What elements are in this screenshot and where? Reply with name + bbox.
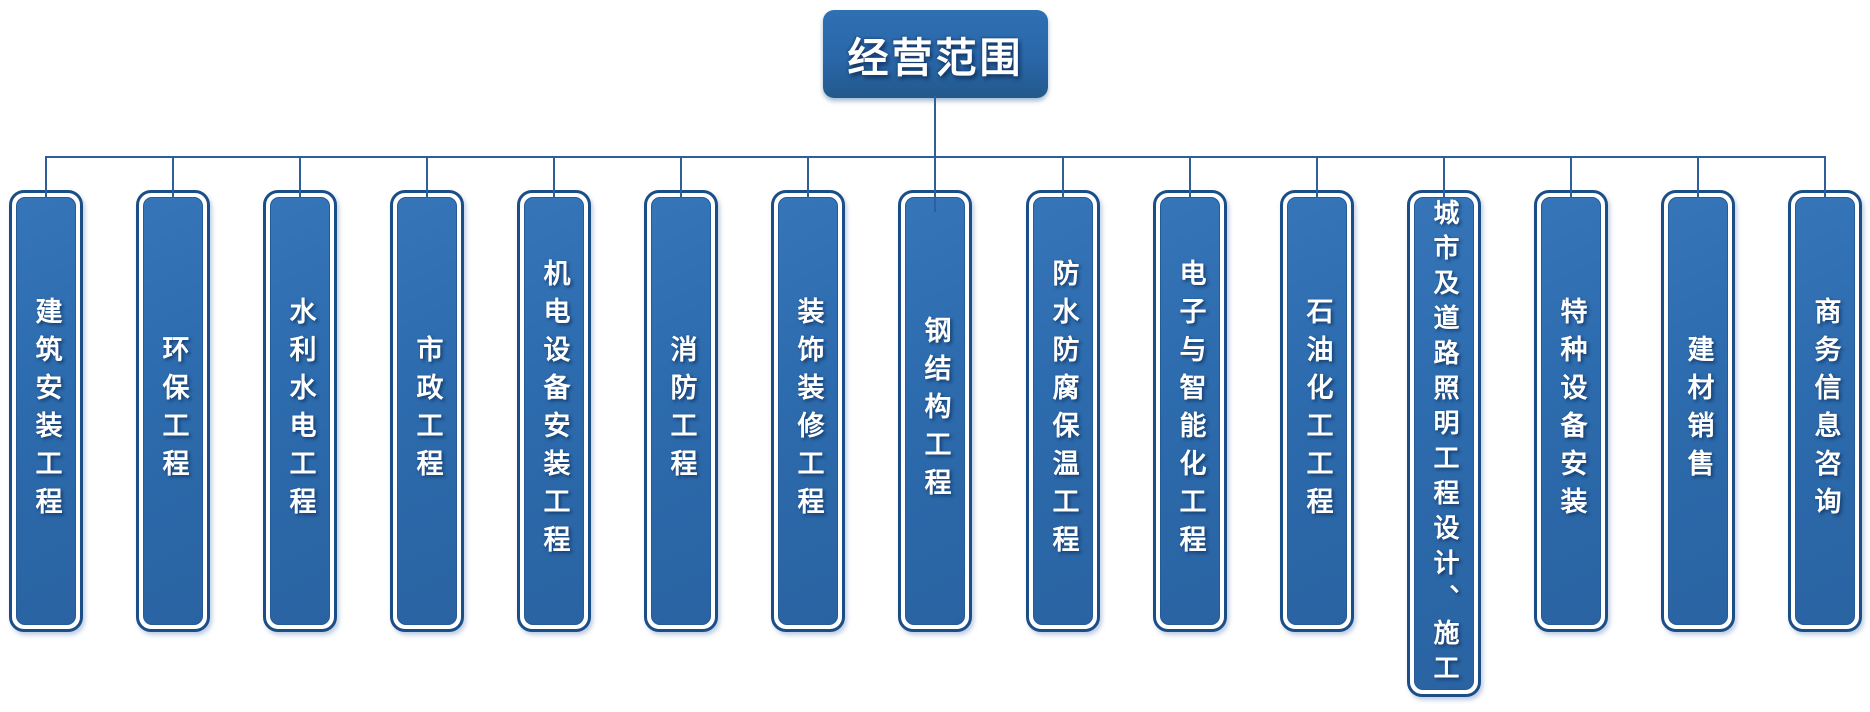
branch-node: 消防工程 (644, 190, 718, 632)
branch-node-body: 市政工程 (397, 197, 457, 625)
branch-label: 防水防腐保温工程 (1047, 259, 1079, 563)
branch-node-body: 电子与智能化工程 (1160, 197, 1220, 625)
branch-label: 装饰装修工程 (792, 297, 824, 525)
branch-node: 环保工程 (136, 190, 210, 632)
branch-label: 水利水电工程 (284, 297, 316, 525)
branch-node: 电子与智能化工程 (1153, 190, 1227, 632)
branch-node: 钢结构工程 (898, 190, 972, 632)
branch-node: 装饰装修工程 (771, 190, 845, 632)
branch-node-body: 防水防腐保温工程 (1033, 197, 1093, 625)
branch-label: 钢结构工程 (919, 316, 951, 506)
branch-node-body: 钢结构工程 (905, 197, 965, 625)
branch-node-body: 建材销售 (1668, 197, 1728, 625)
branch-label: 机电设备安装工程 (538, 259, 570, 563)
branch-node: 商务信息咨询 (1788, 190, 1862, 632)
branch-node-body: 装饰装修工程 (778, 197, 838, 625)
branch-node-body: 水利水电工程 (270, 197, 330, 625)
branch-node: 机电设备安装工程 (517, 190, 591, 632)
branch-node: 石油化工工程 (1280, 190, 1354, 632)
branch-node-body: 商务信息咨询 (1795, 197, 1855, 625)
root-node-label: 经营范围 (847, 34, 1024, 82)
branch-label: 石油化工工程 (1301, 297, 1333, 525)
branch-node: 建材销售 (1661, 190, 1735, 632)
root-node: 经营范围 (823, 10, 1048, 98)
branch-node: 防水防腐保温工程 (1026, 190, 1100, 632)
branch-node-body: 机电设备安装工程 (524, 197, 584, 625)
branch-label: 建筑安装工程 (30, 297, 62, 525)
branch-node-body: 特种设备安装 (1541, 197, 1601, 625)
branch-node-body: 石油化工工程 (1287, 197, 1347, 625)
branch-node-body: 消防工程 (651, 197, 711, 625)
branch-label: 环保工程 (157, 335, 189, 487)
branch-label: 特种设备安装 (1555, 297, 1587, 525)
branch-label: 商务信息咨询 (1809, 297, 1841, 525)
branch-label: 建材销售 (1682, 335, 1714, 487)
branch-node: 城市及道路照明工程设计、施工 (1407, 190, 1481, 697)
branch-label: 市政工程 (411, 335, 443, 487)
branch-node-body: 城市及道路照明工程设计、施工 (1414, 197, 1474, 690)
branch-node-body: 环保工程 (143, 197, 203, 625)
branch-label: 城市及道路照明工程设计、施工 (1429, 198, 1459, 689)
branch-node-body: 建筑安装工程 (16, 197, 76, 625)
branch-label: 消防工程 (665, 335, 697, 487)
branch-node: 市政工程 (390, 190, 464, 632)
branch-label: 电子与智能化工程 (1174, 259, 1206, 563)
branch-node: 特种设备安装 (1534, 190, 1608, 632)
branch-node: 建筑安装工程 (9, 190, 83, 632)
branch-node: 水利水电工程 (263, 190, 337, 632)
